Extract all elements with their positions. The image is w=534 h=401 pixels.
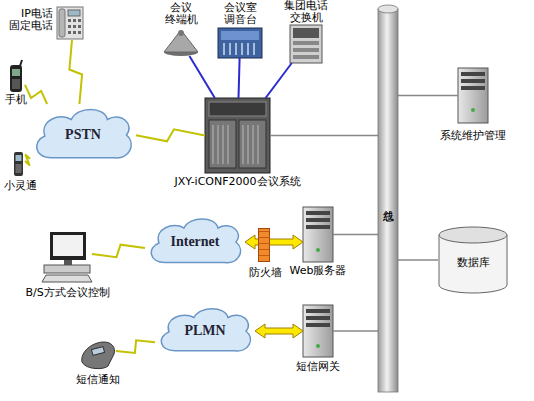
node-label: 会议室 调音台: [218, 2, 262, 26]
connector-line: [189, 56, 214, 98]
network-cloud: Internet: [145, 214, 245, 270]
terminal-node: 会议 终端机: [163, 28, 199, 56]
node-label: Internet: [145, 214, 245, 270]
phone-node: IP电话 固定电话: [55, 5, 85, 40]
line: [333, 330, 378, 332]
line: [398, 259, 438, 261]
wireless-link: [25, 85, 47, 104]
line: [266, 63, 292, 98]
node-label: PSTN: [30, 104, 136, 166]
wireless-link: [136, 129, 205, 141]
wireless-link: [69, 40, 82, 104]
line: [398, 95, 458, 97]
node-label: 短信网关: [288, 361, 348, 373]
server-node: 短信网关: [303, 305, 333, 357]
wireless-link: [25, 154, 30, 165]
connector-line: [270, 135, 378, 136]
mobile-phone-icon: [10, 60, 22, 92]
database-cap: [439, 227, 507, 243]
connector-line: [266, 63, 292, 98]
mixer-console-icon: [218, 28, 262, 58]
bolt-line: [92, 245, 145, 258]
conference-system: JXY-iCONF2000会议系统: [205, 98, 270, 173]
wireless-link: [116, 340, 155, 353]
bolt-line: [116, 340, 155, 353]
mixer-node: 会议室 调音台: [218, 28, 262, 58]
connector-line: [333, 331, 378, 332]
bolt-line: [25, 154, 30, 165]
pbx-switch-icon: [290, 25, 322, 63]
node-label: 系统维护管理: [428, 130, 518, 142]
conference-system-rack: [205, 98, 270, 173]
server-node: Web服务器: [303, 207, 333, 262]
server-icon: [303, 305, 333, 357]
sms-phone-icon: [82, 342, 115, 369]
bolt-line: [69, 40, 82, 104]
phone-node: 手机: [9, 62, 25, 94]
bus-cap: [378, 5, 398, 13]
thick-arrow: [255, 324, 303, 338]
node-label: Web服务器: [281, 265, 355, 277]
server-icon: [303, 207, 333, 262]
wireless-link: [92, 245, 145, 258]
network-cloud: PLMN: [155, 304, 255, 358]
phone-node: 小灵通: [12, 150, 25, 178]
bus-band: 总线: [378, 5, 398, 396]
connector-line: [239, 58, 240, 98]
firewall-node: 防火墙: [258, 228, 270, 262]
phone-node: 短信通知: [80, 340, 116, 370]
connector-line: [398, 95, 458, 96]
thick-arrow: [245, 235, 303, 249]
node-label: 会议 终端机: [161, 2, 201, 26]
node-label: IP电话 固定电话: [3, 8, 53, 32]
computer-node: B/S方式会议控制: [42, 232, 92, 282]
connector-line: [398, 260, 438, 261]
node-label: 总线: [378, 5, 398, 396]
node-label: JXY-iCONF2000会议系统: [165, 176, 310, 188]
node-label: 集团电话 交换机: [281, 0, 331, 24]
network-cloud: PSTN: [30, 104, 136, 166]
server-icon: [458, 68, 488, 123]
data-flow-arrow: [245, 235, 303, 249]
desk-phone-icon: [57, 7, 83, 39]
line: [333, 234, 378, 236]
node-label: 数据库: [438, 226, 508, 294]
bolt-line: [136, 129, 205, 141]
bolt-line: [25, 85, 47, 104]
node-label: 短信通知: [62, 374, 134, 386]
server-node: 系统维护管理: [458, 68, 488, 123]
node-label: B/S方式会议控制: [10, 287, 125, 299]
conference-terminal-icon: [164, 30, 198, 56]
connector-line: [333, 234, 378, 235]
database-node: 数据库: [438, 226, 508, 294]
node-label: PLMN: [155, 304, 255, 358]
node-label: 小灵通: [4, 180, 48, 192]
computer-icon: [42, 232, 92, 282]
data-flow-arrow: [255, 324, 303, 338]
switch-node: 集团电话 交换机: [290, 25, 322, 63]
line: [239, 58, 240, 98]
line: [270, 135, 378, 137]
line: [189, 56, 214, 98]
node-label: 手机: [5, 94, 35, 106]
phs-phone-icon: [14, 152, 23, 176]
node-label: 防火墙: [243, 267, 287, 279]
